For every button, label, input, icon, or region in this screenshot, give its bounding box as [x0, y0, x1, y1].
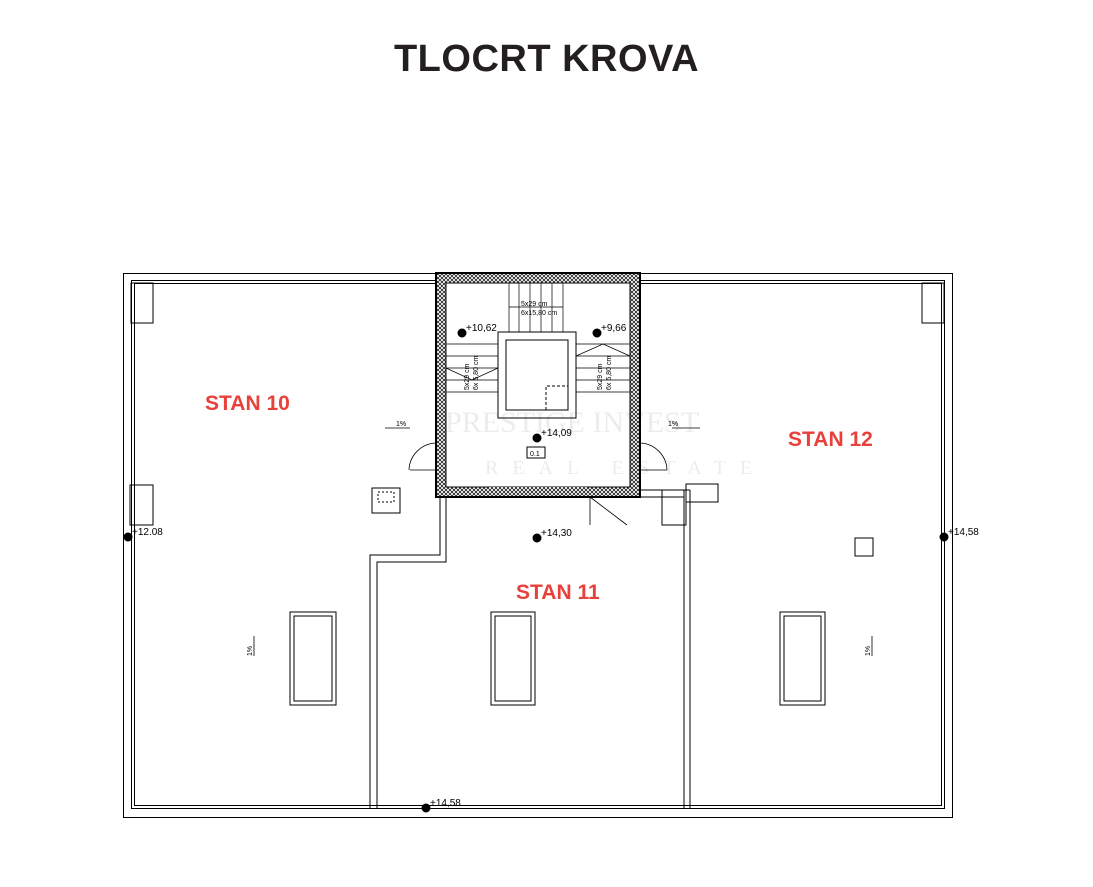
stair-note: 6x 5,80 cm [473, 356, 480, 390]
skylight [779, 611, 826, 706]
slope-label: 1% [247, 646, 254, 656]
level-mark: +14,58 [948, 527, 979, 538]
level-mark: +9,66 [601, 323, 627, 334]
stair-note: 6x 5,80 cm [606, 356, 613, 390]
partition-stan11-stan12 [640, 489, 691, 808]
unit-label-stan10: STAN 10 [205, 392, 290, 415]
page-title: TLOCRT KROVA [393, 38, 700, 80]
room-tag-box [526, 446, 546, 459]
partition-stan10-stan11 [369, 497, 447, 808]
level-mark: +12.08 [132, 527, 163, 538]
unit-label-stan12: STAN 12 [788, 428, 873, 451]
stair-note: 5x29 cm [464, 363, 471, 390]
stair-note: 5x29 cm [521, 301, 548, 308]
room-tag: 0.1 [530, 451, 540, 458]
stair-note: 5x29 cm [597, 363, 604, 390]
unit-label-stan11: STAN 11 [516, 581, 600, 604]
slope-label: 1% [396, 421, 406, 428]
skylight [289, 611, 337, 706]
level-mark: +14,09 [541, 428, 572, 439]
skylight [490, 611, 536, 706]
level-mark: +14,58 [430, 798, 461, 809]
watermark: REAL ESTATE [485, 457, 766, 479]
stair-note: 6x15,80 cm [521, 310, 557, 317]
slope-label: 1% [668, 421, 678, 428]
level-mark: +10,62 [466, 323, 497, 334]
level-mark: +14,30 [541, 528, 572, 539]
slope-label: 1% [865, 646, 872, 656]
watermark: PRESTIGE INVEST [445, 406, 699, 439]
